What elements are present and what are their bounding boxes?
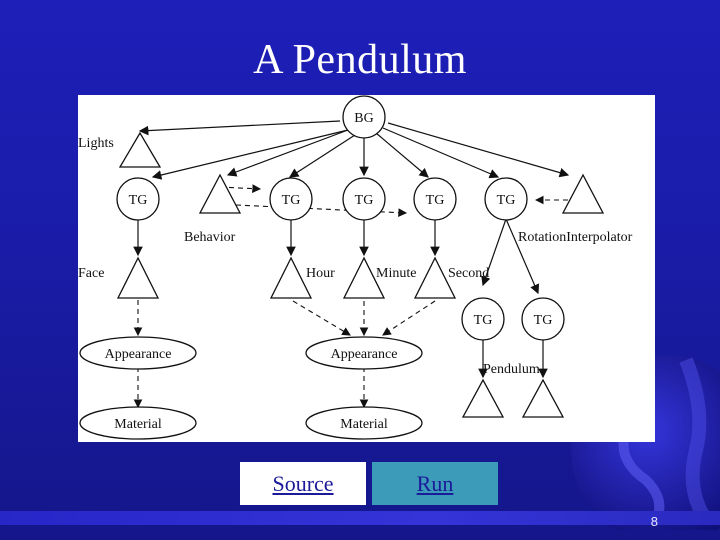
tg-second [413,177,457,221]
behavior-triangle [198,173,242,214]
slide-title: A Pendulum [253,37,467,83]
rotation-interpolator-label: RotationInterpolator [518,230,633,245]
tg-pendulum-right [521,297,565,341]
rotation-interpolator-triangle [561,173,605,214]
tg-pendulum-left-label: TG [474,313,493,328]
minute-label: Minute [376,266,416,281]
tg-face [116,177,160,221]
tg-hour [269,177,313,221]
lights-label: Lights [78,136,114,151]
tg-pendulum-right-label: TG [534,313,553,328]
footer-band [0,511,720,525]
source-button[interactable]: Source [240,462,366,505]
bg-label: BG [354,111,373,126]
appearance-face-label: Appearance [105,347,172,362]
second-label: Second [448,266,489,281]
pendulum-label: Pendulum [483,362,540,377]
tg-pendulum-left [461,297,505,341]
material-hands-label: Material [340,417,388,432]
tg-minute [342,177,386,221]
behavior-label: Behavior [184,230,236,245]
page-number: 8 [650,514,658,529]
material-face-label: Material [114,417,162,432]
tg-face-label: TG [129,193,148,208]
appearance-face [79,336,197,370]
minute-triangle [342,256,386,299]
second-triangle [413,256,457,299]
pendulum-right-triangle [521,378,565,418]
tg-second-label: TG [426,193,445,208]
bg-node [342,95,386,139]
face-triangle [116,256,160,299]
run-button[interactable]: Run [372,462,498,505]
appearance-hands-label: Appearance [331,347,398,362]
tg-pendulum-label: TG [497,193,516,208]
material-face [79,406,197,440]
material-hands [305,406,423,440]
face-label: Face [78,266,104,281]
tg-minute-label: TG [355,193,374,208]
lights-triangle [118,131,162,168]
hour-label: Hour [306,266,335,281]
appearance-hands [305,336,423,370]
scene-graph-diagram: BG TG TG TG TG TG TG TG Appearance Appea… [78,95,655,442]
tg-hour-label: TG [282,193,301,208]
tg-pendulum [484,177,528,221]
pendulum-left-triangle [461,378,505,418]
hour-triangle [269,256,313,299]
